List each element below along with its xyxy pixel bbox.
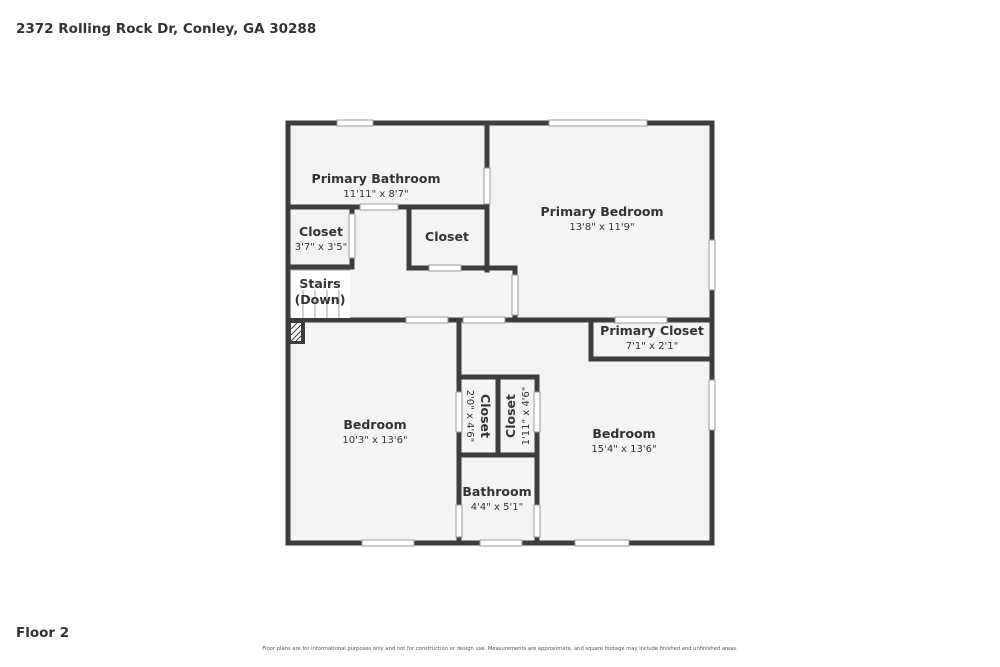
floor-area — [288, 123, 712, 543]
room-name-bedroom-right: Bedroom — [592, 426, 655, 441]
room-name-primary-bedroom: Primary Bedroom — [540, 204, 663, 219]
room-name-bathroom: Bathroom — [462, 484, 531, 499]
room-name-closet-small: Closet — [299, 224, 343, 239]
room-dims-bedroom-left: 10'3" x 13'6" — [342, 435, 407, 446]
room-dims-primary-closet: 7'1" x 2'1" — [626, 341, 678, 352]
room-name-closet-b: Closet — [503, 394, 518, 438]
room-name-primary-closet: Primary Closet — [600, 323, 704, 338]
room-name-stairs-direction: (Down) — [295, 292, 346, 307]
room-name-closet-a: Closet — [478, 394, 493, 438]
room-dims-primary-bathroom: 11'11" x 8'7" — [343, 189, 408, 200]
property-address: 2372 Rolling Rock Dr, Conley, GA 30288 — [16, 21, 317, 37]
room-name-bedroom-left: Bedroom — [343, 417, 406, 432]
room-dims-closet-b: 1'11" x 4'6" — [521, 387, 532, 446]
stair-hatch — [290, 322, 302, 342]
room-name-stairs: Stairs — [299, 276, 340, 291]
room-dims-closet-small: 3'7" x 3'5" — [295, 242, 347, 253]
floor-label: Floor 2 — [16, 625, 70, 641]
doorways — [348, 167, 668, 538]
disclaimer-text: Floor plans are for informational purpos… — [262, 646, 738, 652]
room-name-closet-center: Closet — [425, 229, 469, 244]
windows — [336, 119, 716, 547]
room-dims-primary-bedroom: 13'8" x 11'9" — [569, 222, 634, 233]
room-name-primary-bathroom: Primary Bathroom — [312, 171, 441, 186]
room-dims-bedroom-right: 15'4" x 13'6" — [591, 444, 656, 455]
stair-treads — [291, 269, 350, 318]
room-dims-bathroom: 4'4" x 5'1" — [471, 502, 523, 513]
room-dims-closet-a: 2'0" x 4'6" — [464, 390, 475, 442]
